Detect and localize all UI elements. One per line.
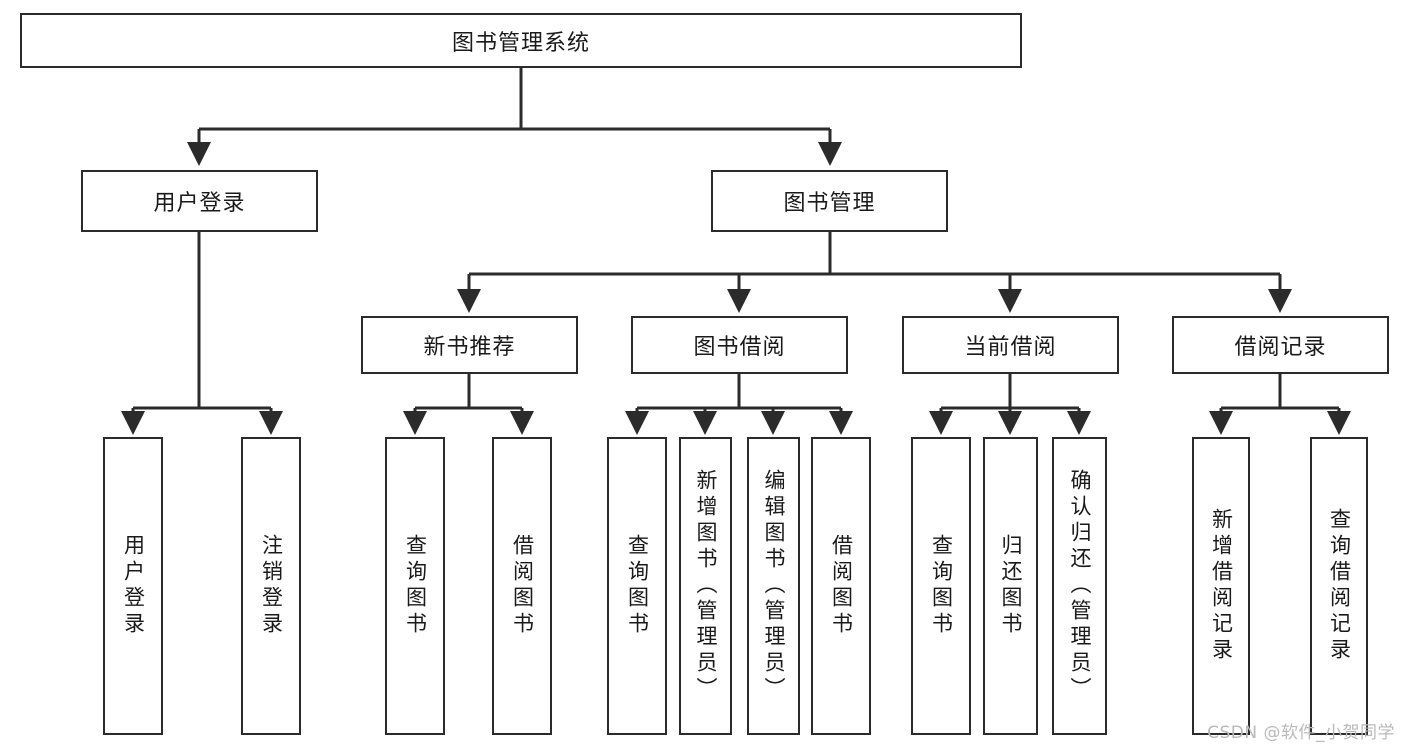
leaf-query-record-label: 查询借阅记录 (1327, 508, 1352, 664)
leaf-edit-book[interactable]: 编辑图书（管理员） (747, 437, 800, 735)
leaf-user-login-label: 用户登录 (121, 534, 146, 638)
node-root[interactable]: 图书管理系统 (20, 13, 1022, 68)
leaf-confirm-return[interactable]: 确认归还（管理员） (1052, 437, 1107, 735)
leaf-add-book-label: 新增图书（管理员） (694, 469, 718, 703)
node-user-login-label: 用户登录 (153, 191, 246, 216)
leaf-borrow-book-1-label: 借阅图书 (510, 534, 535, 638)
leaf-return-book[interactable]: 归还图书 (983, 437, 1038, 735)
leaf-query-book-3-label: 查询图书 (929, 534, 954, 638)
leaf-borrow-book-1[interactable]: 借阅图书 (492, 437, 552, 735)
node-book-borrow[interactable]: 图书借阅 (631, 316, 848, 374)
leaf-logout[interactable]: 注销登录 (241, 437, 301, 735)
leaf-borrow-book-2-label: 借阅图书 (829, 534, 854, 638)
leaf-query-book-2-label: 查询图书 (625, 534, 650, 638)
leaf-query-book-2[interactable]: 查询图书 (607, 437, 667, 735)
leaf-user-login[interactable]: 用户登录 (103, 437, 163, 735)
leaf-query-record[interactable]: 查询借阅记录 (1310, 437, 1368, 735)
leaf-confirm-return-label: 确认归还（管理员） (1068, 469, 1092, 703)
node-user-login[interactable]: 用户登录 (81, 170, 318, 232)
watermark-text: CSDN @软件_小贺同学 (1207, 723, 1395, 743)
node-root-label: 图书管理系统 (451, 30, 590, 56)
leaf-query-book-1[interactable]: 查询图书 (385, 437, 445, 735)
leaf-add-record[interactable]: 新增借阅记录 (1192, 437, 1250, 735)
leaf-logout-label: 注销登录 (259, 534, 284, 638)
node-book-management[interactable]: 图书管理 (711, 170, 948, 232)
leaf-borrow-book-2[interactable]: 借阅图书 (811, 437, 871, 735)
node-borrow-record[interactable]: 借阅记录 (1172, 316, 1389, 374)
leaf-query-book-1-label: 查询图书 (403, 534, 428, 638)
node-book-management-label: 图书管理 (783, 191, 876, 216)
leaf-return-book-label: 归还图书 (999, 534, 1023, 638)
node-book-borrow-label: 图书借阅 (693, 335, 786, 360)
node-new-book-recommend[interactable]: 新书推荐 (361, 316, 578, 374)
node-current-borrow-label: 当前借阅 (964, 335, 1057, 360)
leaf-add-record-label: 新增借阅记录 (1209, 508, 1234, 664)
leaf-edit-book-label: 编辑图书（管理员） (762, 469, 786, 703)
leaf-query-book-3[interactable]: 查询图书 (911, 437, 971, 735)
node-new-book-recommend-label: 新书推荐 (423, 335, 516, 360)
node-current-borrow[interactable]: 当前借阅 (902, 316, 1119, 374)
node-borrow-record-label: 借阅记录 (1234, 335, 1327, 360)
leaf-add-book[interactable]: 新增图书（管理员） (679, 437, 732, 735)
